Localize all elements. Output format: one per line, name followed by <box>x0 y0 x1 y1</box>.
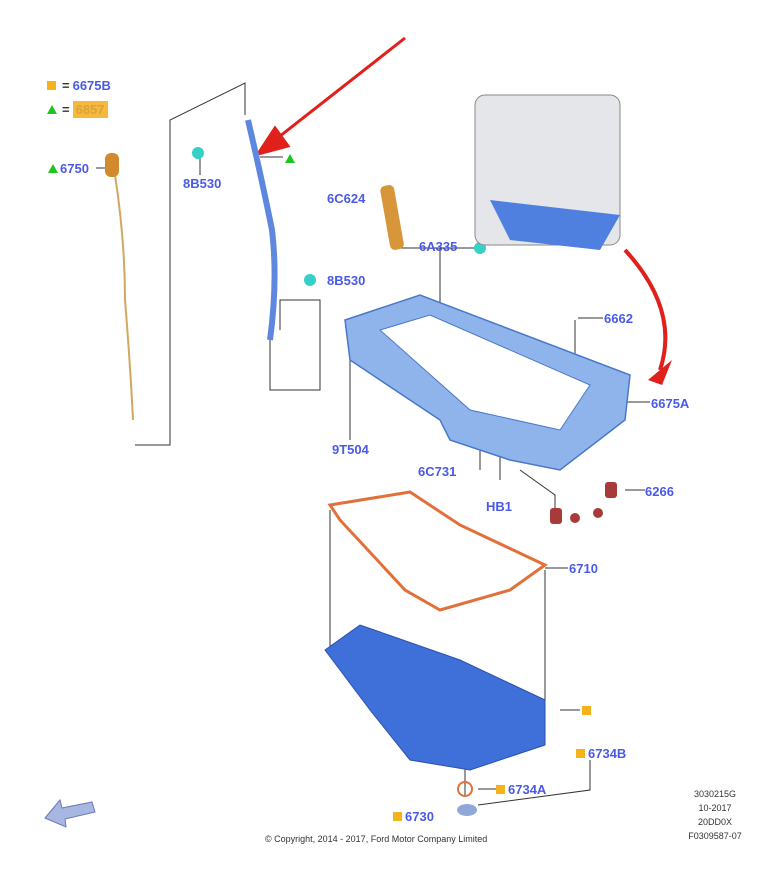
part-label-9T504[interactable]: 9T504 <box>332 442 369 457</box>
square-marker-icon <box>576 749 585 758</box>
part-label-6750[interactable]: 6750 <box>48 161 89 176</box>
model-code: 20DD0X <box>697 817 733 827</box>
part-label-HB1[interactable]: HB1 <box>486 499 513 514</box>
triangle-marker-icon <box>48 164 58 173</box>
red-arrow <box>254 36 406 157</box>
triangle-marker-icon <box>285 151 297 166</box>
part-label-6734A[interactable]: 6734A <box>496 782 546 797</box>
part-label-6A335[interactable]: 6A335 <box>419 239 458 254</box>
legend-6675B[interactable]: =6675B <box>47 78 111 93</box>
back-arrow-icon <box>44 798 96 828</box>
square-marker-icon <box>496 785 505 794</box>
square-marker-icon <box>47 81 56 90</box>
drawing-number: 3030215G <box>693 789 737 799</box>
figure-id: F0309587-07 <box>688 831 742 841</box>
part-label-6730[interactable]: 6730 <box>393 809 434 824</box>
triangle-marker-icon <box>47 105 57 114</box>
part-label-6266[interactable]: 6266 <box>645 484 674 499</box>
oil-pan-gasket <box>327 490 548 612</box>
dipstick <box>114 174 134 421</box>
square-marker-icon[interactable] <box>582 703 594 718</box>
part-label-6662[interactable]: 6662 <box>604 311 633 326</box>
drawing-date: 10-2017 <box>698 803 732 813</box>
legend-6857[interactable]: =6857 <box>47 101 108 118</box>
drawing-metadata: 3030215G 10-2017 20DD0X F0309587-07 <box>670 787 760 843</box>
part-label-6734B[interactable]: 6734B <box>576 746 626 761</box>
copyright-text: © Copyright, 2014 - 2017, Ford Motor Com… <box>265 834 488 844</box>
part-label-6C624[interactable]: 6C624 <box>327 191 366 206</box>
oil-pan-lower <box>324 624 546 771</box>
part-label-6675A[interactable]: 6675A <box>651 396 690 411</box>
engine-illustration <box>474 94 621 250</box>
part-label-8B530[interactable]: 8B530 <box>183 176 222 191</box>
part-label-6710[interactable]: 6710 <box>569 561 598 576</box>
square-marker-icon <box>393 812 402 821</box>
red-curved-arrow <box>623 248 668 371</box>
part-label-8B530[interactable]: 8B530 <box>327 273 366 288</box>
part-label-6C731[interactable]: 6C731 <box>418 464 457 479</box>
dipstick-tube <box>245 119 278 341</box>
